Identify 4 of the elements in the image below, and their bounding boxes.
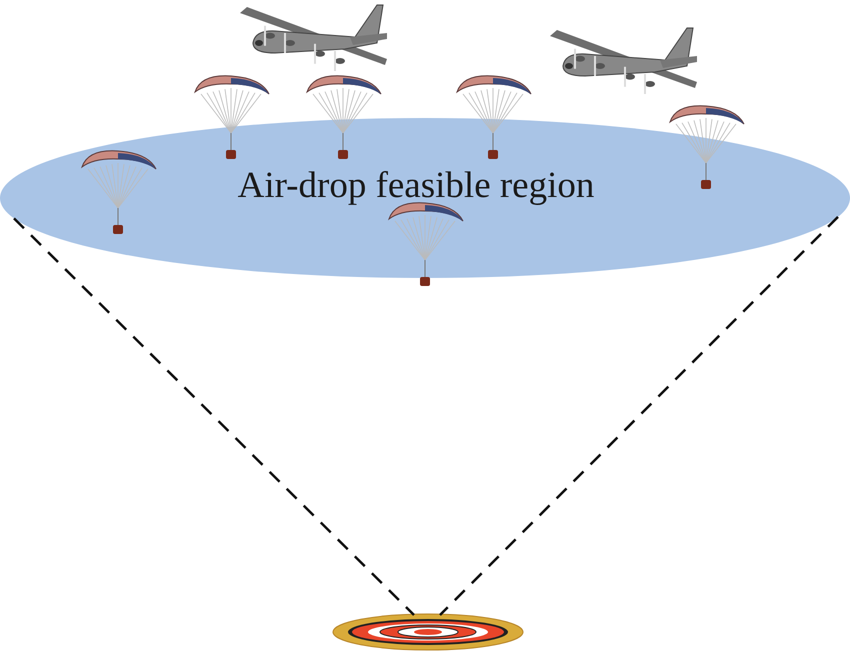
target-drawing bbox=[332, 613, 524, 651]
dashed-line bbox=[13, 217, 415, 616]
region-label: Air-drop feasible region bbox=[238, 164, 594, 206]
dashed-line bbox=[439, 216, 839, 616]
